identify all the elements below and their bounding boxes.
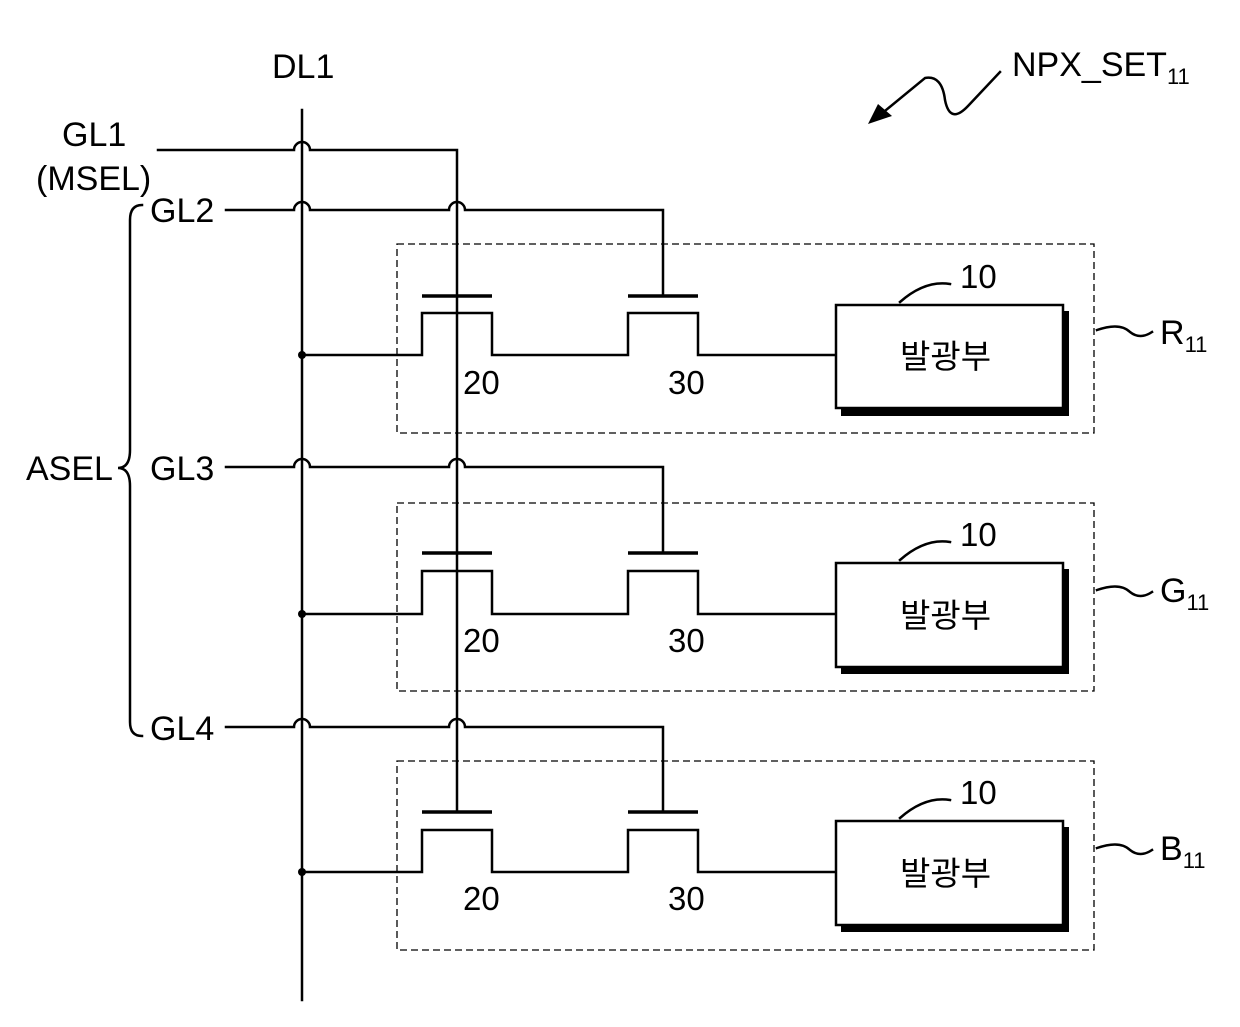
- transistor-30-label: 30: [668, 880, 705, 917]
- pixel-leader: [1097, 326, 1152, 336]
- transistor-20-label: 20: [463, 364, 500, 401]
- gl4-label: GL4: [150, 710, 214, 748]
- gl3-label: GL3: [150, 450, 214, 488]
- transistor-20-label: 20: [463, 622, 500, 659]
- pixel-b11: 발광부 10 20 30 B11: [298, 761, 1206, 950]
- emitter-text: 발광부: [900, 596, 991, 635]
- emitter-leader: [900, 799, 950, 818]
- transistor-30-label: 30: [668, 622, 705, 659]
- channel-path: [302, 830, 836, 872]
- data-line-node: [298, 868, 306, 876]
- set-pointer-squiggle: [880, 72, 1000, 115]
- emitter-leader: [900, 283, 950, 302]
- pixel-leader: [1097, 586, 1152, 596]
- emitter-ref: 10: [960, 774, 997, 811]
- pixel-g11: 발광부 10 20 30 G11: [298, 503, 1209, 691]
- channel-path: [302, 313, 836, 355]
- gl2-line: [226, 202, 663, 296]
- emitter-text: 발광부: [900, 337, 991, 376]
- asel-brace: [118, 205, 142, 736]
- data-line-node: [298, 351, 306, 359]
- transistor-30-label: 30: [668, 364, 705, 401]
- gl1-note: (MSEL): [36, 160, 151, 198]
- pixel-leader: [1097, 844, 1152, 854]
- emitter-ref: 10: [960, 516, 997, 553]
- set-label: NPX_SET11: [1012, 46, 1190, 89]
- pixel-r11: 발광부 10 20 30 R11: [298, 244, 1207, 433]
- emitter-text: 발광부: [900, 854, 991, 893]
- pixel-label: G11: [1160, 572, 1209, 615]
- gl3-line: [226, 459, 663, 553]
- data-line-label: DL1: [272, 48, 334, 86]
- transistor-20-label: 20: [463, 880, 500, 917]
- gl4-line: [226, 719, 663, 812]
- data-line-node: [298, 610, 306, 618]
- gl2-label: GL2: [150, 192, 214, 230]
- emitter-leader: [900, 541, 950, 560]
- gl1-label: GL1: [62, 116, 126, 154]
- pixel-label: B11: [1160, 830, 1206, 873]
- pixel-label: R11: [1160, 314, 1207, 357]
- asel-label: ASEL: [26, 450, 113, 488]
- emitter-ref: 10: [960, 258, 997, 295]
- channel-path: [302, 571, 836, 614]
